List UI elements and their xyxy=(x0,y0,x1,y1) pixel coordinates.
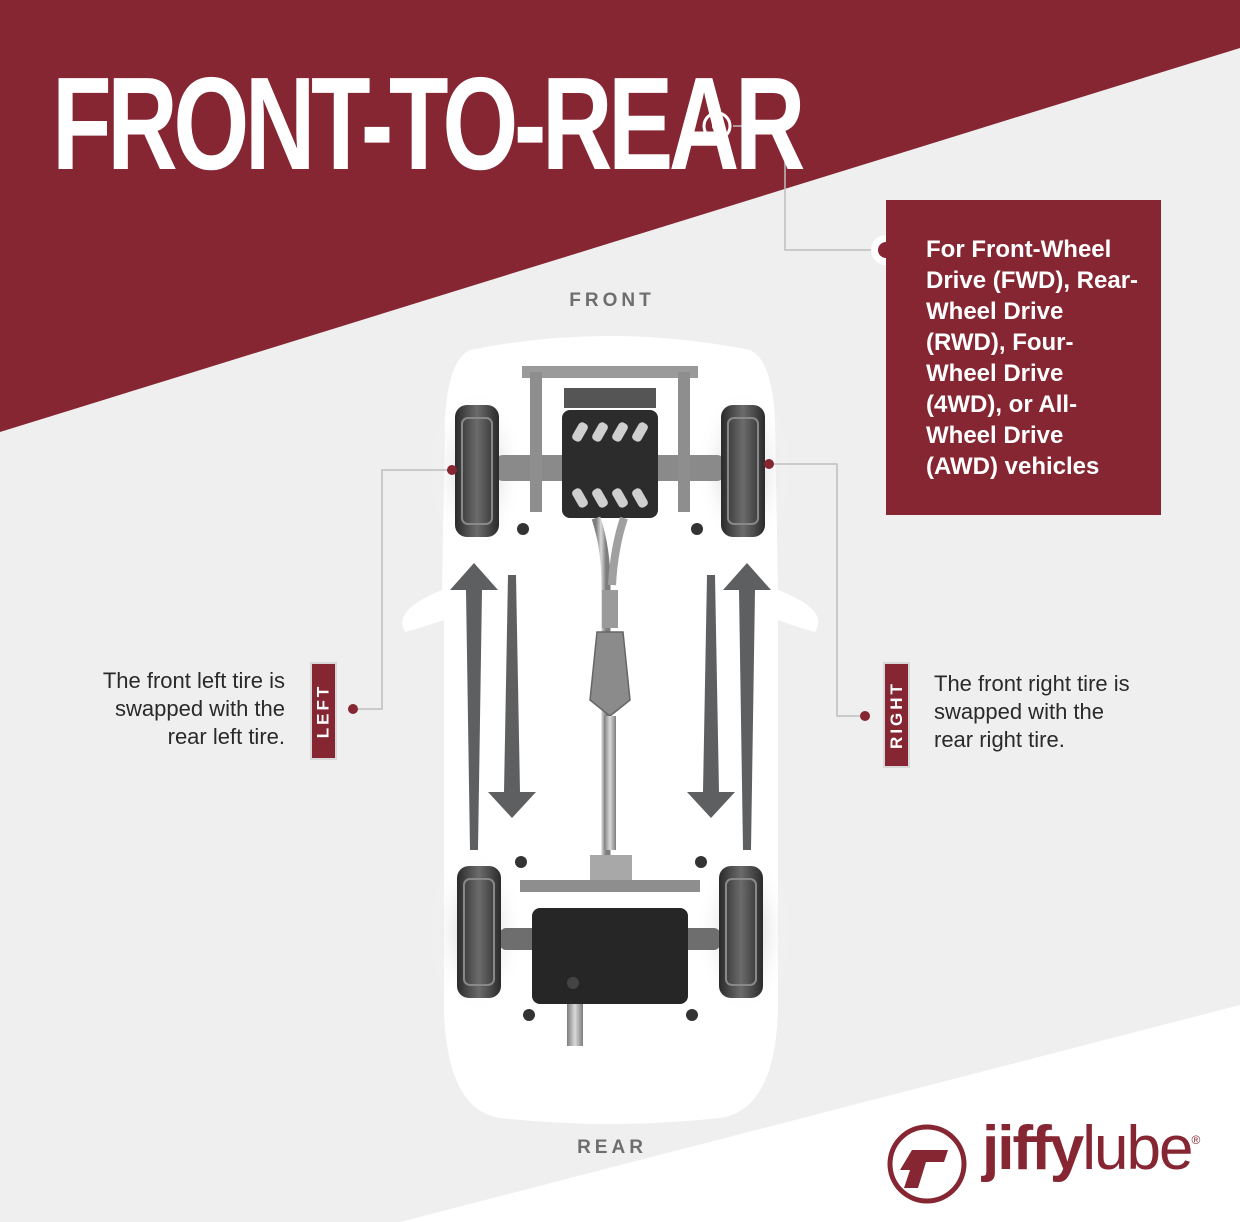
front-left-tire xyxy=(455,405,499,537)
title-connector xyxy=(733,125,872,251)
left-tag: LEFT xyxy=(310,662,337,760)
brand-name-bold: jiffy xyxy=(982,1114,1084,1183)
right-description: The front right tire is swapped with the… xyxy=(934,670,1194,754)
arrow-down-left-icon xyxy=(488,575,536,818)
title-connector-dot xyxy=(702,111,732,141)
jiffy-lube-logo-icon xyxy=(887,1124,967,1204)
brand-name-light: lube xyxy=(1082,1114,1193,1183)
left-connector xyxy=(358,469,452,710)
brand-wordmark: jiffylube® xyxy=(982,1118,1200,1180)
right-tag-label: RIGHT xyxy=(886,681,906,749)
registered-mark: ® xyxy=(1191,1133,1201,1147)
right-description-line: swapped with the xyxy=(934,699,1104,724)
front-axle xyxy=(495,366,725,535)
front-right-tire xyxy=(721,405,765,537)
maroon-banner xyxy=(0,0,1240,432)
right-tag: RIGHT xyxy=(883,662,910,768)
arrow-up-left-icon xyxy=(450,563,498,850)
right-description-line: The front right tire is xyxy=(934,671,1130,696)
rear-label: REAR xyxy=(577,1137,647,1158)
left-description-line: The front left tire is xyxy=(102,668,285,693)
arrow-down-right-icon xyxy=(687,575,735,818)
rear-left-tire xyxy=(457,866,501,998)
left-tag-label: LEFT xyxy=(313,683,333,739)
drive-type-info-text: For Front-Wheel Drive (FWD), Rear-Wheel … xyxy=(926,236,1139,480)
right-description-line: rear right tire. xyxy=(934,727,1065,752)
front-label: FRONT xyxy=(569,290,655,311)
left-description-line: swapped with the xyxy=(115,696,285,721)
rear-right-tire xyxy=(719,866,763,998)
right-connector xyxy=(769,463,860,717)
white-corner xyxy=(400,1005,1240,1222)
left-description-line: rear left tire. xyxy=(167,724,285,749)
drive-type-info-box: For Front-Wheel Drive (FWD), Rear-Wheel … xyxy=(886,200,1161,515)
arrow-up-right-icon xyxy=(723,563,771,850)
page-title: FRONT-TO-REAR xyxy=(52,50,805,197)
exhaust-pipe xyxy=(589,516,631,860)
left-description: The front left tire is swapped with the … xyxy=(40,667,285,751)
rear-axle xyxy=(500,855,720,1046)
